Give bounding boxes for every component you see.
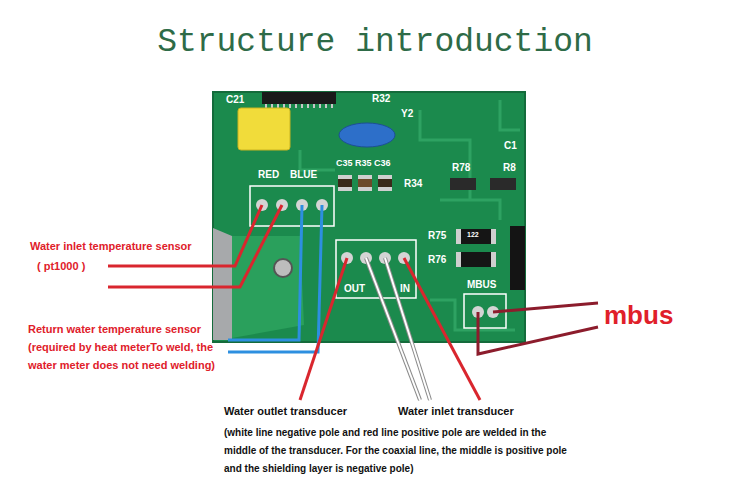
blue-wire: [228, 205, 302, 340]
smd-end: [358, 187, 372, 191]
silkscreen-label: R75: [428, 230, 446, 242]
silkscreen-label: R76: [428, 254, 446, 266]
ceramic-capacitor: [339, 123, 395, 147]
page-title: Structure introduction: [0, 24, 750, 61]
silkscreen-label: R35: [355, 158, 372, 169]
metal-part: [213, 228, 232, 340]
silkscreen-label: Y2: [401, 108, 413, 120]
smd-part: [338, 175, 352, 191]
component: [510, 226, 525, 290]
silkscreen-label: R8: [503, 162, 516, 174]
resistor-end: [491, 229, 496, 244]
chip-pins: [266, 104, 332, 108]
white-wire-shadow: [385, 258, 430, 400]
smd-part: [450, 178, 476, 190]
silkscreen-label: OUT: [344, 283, 365, 295]
note-text: (white line negative pole and red line p…: [224, 424, 574, 478]
silkscreen-label: IN: [400, 283, 410, 295]
smd-end: [338, 175, 352, 179]
mount-hole: [274, 259, 292, 277]
silkscreen-label: BLUE: [290, 169, 317, 181]
smd-part: [378, 175, 392, 191]
callout-text: Return water temperature sensor (require…: [28, 320, 220, 374]
resistor-end: [491, 252, 496, 267]
smd-end: [338, 187, 352, 191]
trace: [430, 300, 515, 330]
pcb-board: [213, 92, 525, 342]
smd-end: [358, 175, 372, 179]
blue-wire: [228, 205, 322, 352]
trace: [500, 100, 520, 130]
callout-text: ( pt1000 ): [37, 260, 85, 273]
callout-text: mbus: [604, 300, 673, 331]
silkscreen-label: C35: [336, 158, 353, 169]
trace: [300, 150, 335, 170]
smd-part: [358, 175, 372, 191]
silkscreen-label: R32: [372, 93, 390, 105]
mbus-wire: [493, 303, 598, 312]
smd-end: [378, 187, 392, 191]
callout-text: Water inlet temperature sensor: [30, 240, 192, 253]
resistor-code: 122: [467, 231, 479, 239]
silkscreen-label: C1: [504, 140, 517, 152]
mbus-wire: [478, 312, 598, 354]
resistor-end: [456, 252, 461, 267]
red-wire: [108, 205, 262, 266]
resistor: [460, 229, 492, 244]
pcb-edge: [213, 92, 525, 342]
silkscreen-label: MBUS: [467, 279, 496, 291]
resistor-end: [456, 229, 461, 244]
film-capacitor: [238, 108, 290, 150]
silkscreen-label: C21: [226, 94, 244, 106]
callout-text: Water inlet transducer: [398, 405, 514, 418]
smd-part: [490, 178, 516, 190]
silkscreen-label: R78: [452, 162, 470, 174]
trace: [440, 200, 500, 220]
smd-end: [378, 175, 392, 179]
chip: [262, 92, 336, 104]
resistor: [460, 252, 492, 267]
silkscreen-label: RED: [258, 169, 279, 181]
white-wire: [385, 258, 430, 400]
callout-text: Water outlet transducer: [224, 405, 347, 418]
silkscreen-label: R34: [404, 178, 422, 190]
red-wire: [300, 258, 347, 400]
silkscreen-label: C36: [374, 158, 391, 169]
